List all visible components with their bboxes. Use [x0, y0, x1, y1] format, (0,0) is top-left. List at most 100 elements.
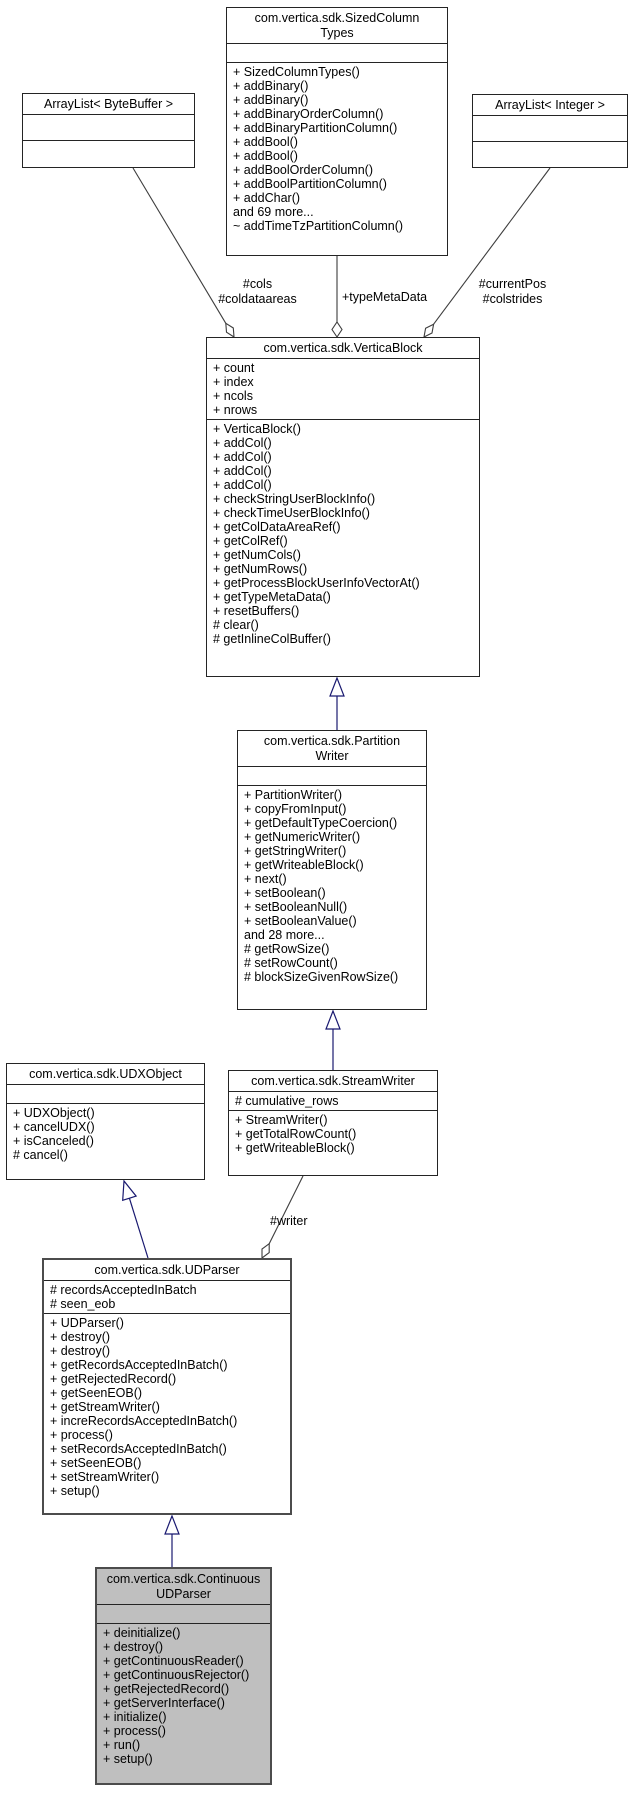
method-item: + deinitialize(): [103, 1626, 181, 1640]
methods-compartment: + UDParser()+ destroy()+ destroy()+ getR…: [44, 1313, 290, 1513]
attributes-compartment: + count+ index+ ncols+ nrows: [207, 358, 479, 419]
method-item: + getTotalRowCount(): [235, 1127, 357, 1141]
class-title-line: com.vertica.sdk.SizedColumn: [254, 11, 420, 25]
method-item: # cancel(): [13, 1148, 68, 1162]
method-item: + getRecordsAcceptedInBatch(): [50, 1358, 228, 1372]
edge-label-colstrides: #colstrides: [482, 292, 543, 306]
method-item: + getStreamWriter(): [50, 1400, 160, 1414]
inheritance-edge-udparser-continuousudparser: [164, 1514, 180, 1567]
class-node-arraylist-integer[interactable]: ArrayList< Integer >: [472, 94, 628, 168]
edge-label-currentpos-colstrides: #currentPos #colstrides: [445, 277, 580, 307]
methods-compartment: [473, 140, 627, 168]
method-item: and 69 more...: [233, 205, 314, 219]
attributes-compartment: [473, 115, 627, 141]
method-item: + addChar(): [233, 191, 301, 205]
class-title-line: ArrayList< Integer >: [495, 98, 605, 112]
class-node-udx-object[interactable]: com.vertica.sdk.UDXObject+ UDXObject()+ …: [6, 1063, 205, 1180]
method-item: + getContinuousReader(): [103, 1654, 244, 1668]
inheritance-edge-udxobject-udparser: [122, 1179, 149, 1259]
class-title-line: com.vertica.sdk.StreamWriter: [251, 1074, 415, 1088]
method-item: + setup(): [50, 1484, 100, 1498]
method-item: + SizedColumnTypes(): [233, 65, 360, 79]
method-item: + run(): [103, 1738, 141, 1752]
attributes-compartment: # cumulative_rows: [229, 1091, 437, 1110]
method-item: + copyFromInput(): [244, 802, 347, 816]
class-title: ArrayList< Integer >: [473, 95, 627, 115]
class-title: com.vertica.sdk.UDParser: [44, 1260, 290, 1280]
method-item: + getWriteableBlock(): [244, 858, 364, 872]
attributes-compartment: [227, 43, 447, 62]
method-item: + StreamWriter(): [235, 1113, 328, 1127]
attributes-compartment: [238, 766, 426, 785]
edge-label-typemetadata: +typeMetaData: [342, 290, 428, 304]
class-title-line: com.vertica.sdk.Continuous: [106, 1572, 261, 1586]
method-item: + setSeenEOB(): [50, 1456, 142, 1470]
method-item: + checkStringUserBlockInfo(): [213, 492, 376, 506]
method-item: + next(): [244, 872, 287, 886]
edge-label-cols: #cols: [242, 277, 273, 291]
method-item: + VerticaBlock(): [213, 422, 301, 436]
attribute-item: # cumulative_rows: [235, 1094, 339, 1108]
class-title-line: com.vertica.sdk.Partition: [263, 734, 401, 748]
methods-compartment: [23, 140, 194, 167]
method-item: + destroy(): [50, 1344, 111, 1358]
method-item: + getProcessBlockUserInfoVectorAt(): [213, 576, 420, 590]
attribute-item: # seen_eob: [50, 1297, 116, 1311]
method-item: + addBinary(): [233, 93, 309, 107]
method-item: + setBoolean(): [244, 886, 326, 900]
class-title-line: Writer: [315, 749, 349, 763]
method-item: + setBooleanNull(): [244, 900, 348, 914]
method-item: + setup(): [103, 1752, 153, 1766]
method-item: and 28 more...: [244, 928, 325, 942]
attributes-compartment: [7, 1084, 204, 1103]
method-item: + addCol(): [213, 464, 272, 478]
methods-compartment: + VerticaBlock()+ addCol()+ addCol()+ ad…: [207, 419, 479, 676]
method-item: + getColRef(): [213, 534, 288, 548]
edge-label-writer: #writer: [270, 1214, 308, 1228]
method-item: # blockSizeGivenRowSize(): [244, 970, 399, 984]
class-title-line: com.vertica.sdk.UDParser: [94, 1263, 240, 1277]
method-item: + PartitionWriter(): [244, 788, 343, 802]
method-item: + getSeenEOB(): [50, 1386, 143, 1400]
method-item: + addBool(): [233, 149, 298, 163]
method-item: + process(): [50, 1428, 113, 1442]
attributes-compartment: [97, 1604, 270, 1623]
class-title: com.vertica.sdk.UDXObject: [7, 1064, 204, 1084]
method-item: + UDXObject(): [13, 1106, 95, 1120]
class-node-vertica-block[interactable]: com.vertica.sdk.VerticaBlock + count+ ind…: [206, 337, 480, 677]
method-item: # getInlineColBuffer(): [213, 632, 331, 646]
methods-compartment: + deinitialize()+ destroy()+ getContinuo…: [97, 1623, 270, 1783]
edge-label-currentpos: #currentPos: [478, 277, 547, 291]
attribute-item: # recordsAcceptedInBatch: [50, 1283, 197, 1297]
class-title-line: com.vertica.sdk.VerticaBlock: [263, 341, 423, 355]
attributes-compartment: # recordsAcceptedInBatch# seen_eob: [44, 1280, 290, 1313]
method-item: + addBinaryOrderColumn(): [233, 107, 384, 121]
class-node-stream-writer[interactable]: com.vertica.sdk.StreamWriter # cumulative…: [228, 1070, 438, 1176]
class-title: com.vertica.sdk.StreamWriter: [229, 1071, 437, 1091]
method-item: + getWriteableBlock(): [235, 1141, 355, 1155]
class-title-line: UDParser: [156, 1587, 211, 1601]
method-item: + process(): [103, 1724, 166, 1738]
method-item: + checkTimeUserBlockInfo(): [213, 506, 370, 520]
edge-label-coldataareas: #coldataareas: [218, 292, 297, 306]
method-item: + getColDataAreaRef(): [213, 520, 341, 534]
inheritance-edge-partitionwriter-streamwriter: [325, 1009, 341, 1070]
aggregation-edge-typemetadata: [331, 256, 343, 338]
class-node-arraylist-bytebuffer[interactable]: ArrayList< ByteBuffer >: [22, 93, 195, 168]
method-item: + addBoolPartitionColumn(): [233, 177, 387, 191]
method-item: + destroy(): [50, 1330, 111, 1344]
method-item: + getStringWriter(): [244, 844, 347, 858]
method-item: + getNumRows(): [213, 562, 308, 576]
method-item: + addBool(): [233, 135, 298, 149]
class-node-ud-parser[interactable]: com.vertica.sdk.UDParser # recordsAccepte…: [42, 1258, 292, 1515]
class-title: com.vertica.sdk.VerticaBlock: [207, 338, 479, 358]
attributes-compartment: [23, 114, 194, 140]
method-item: + setStreamWriter(): [50, 1470, 160, 1484]
class-title-line: com.vertica.sdk.UDXObject: [29, 1067, 182, 1081]
